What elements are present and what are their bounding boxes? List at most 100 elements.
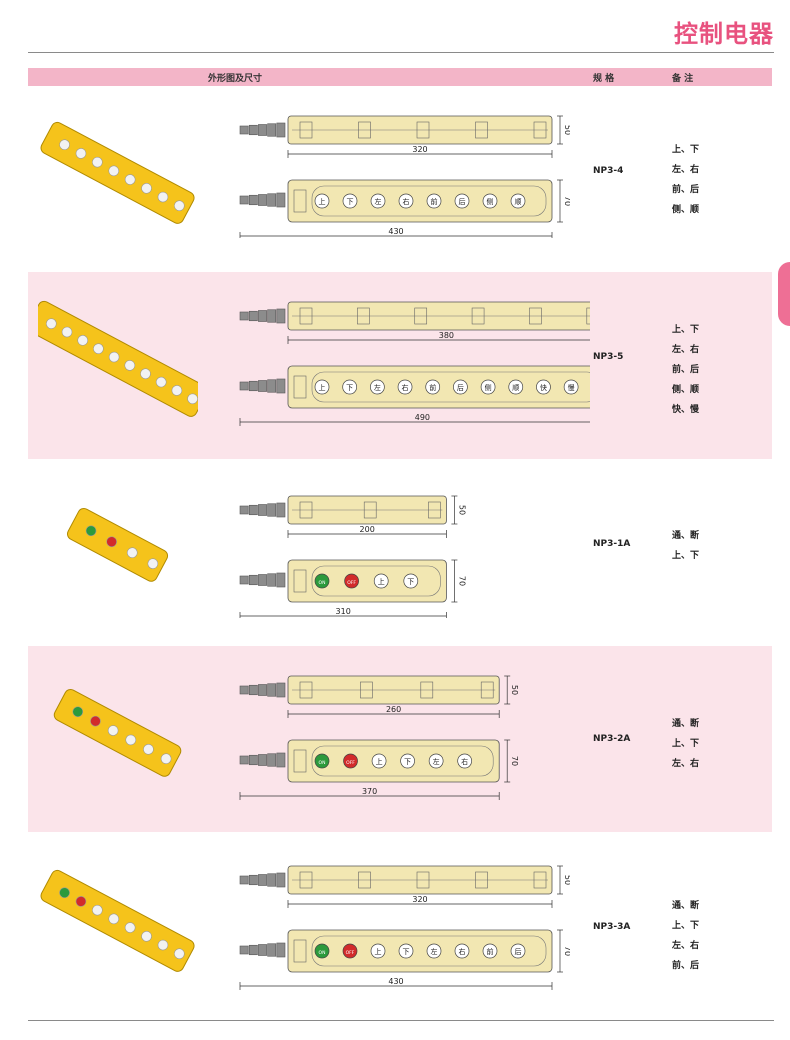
- cable-segment: [258, 194, 267, 206]
- pendant-button: [124, 174, 136, 185]
- push-button: [425, 379, 441, 395]
- remark-item: 通、断: [672, 719, 700, 729]
- button-panel: [311, 185, 547, 217]
- housing-rib: [420, 681, 434, 699]
- remarks-list: 通、断 上、下 左、右: [672, 714, 699, 774]
- push-button-label: 右: [403, 197, 410, 206]
- cable-segment: [276, 308, 286, 324]
- cable-segment: [248, 504, 258, 516]
- push-button: [400, 753, 415, 769]
- pendant-button: [157, 191, 169, 203]
- pendant-button: [141, 183, 152, 194]
- cable-segment: [239, 505, 249, 515]
- pendant-button: [107, 725, 119, 736]
- remark-item: 上、下: [672, 551, 700, 561]
- pendant-button: [46, 318, 57, 329]
- remark-item: 侧、顺: [672, 205, 700, 215]
- pendant-button: [90, 715, 101, 727]
- cable-segment: [248, 574, 258, 586]
- pendant-photo: [67, 508, 169, 582]
- height-label-bottom: 70: [510, 756, 519, 766]
- push-button: [373, 573, 389, 589]
- pendant-button: [59, 139, 70, 151]
- push-button: [403, 573, 419, 589]
- header-spec: 规 格: [593, 74, 615, 84]
- pendant-photo: [40, 869, 195, 972]
- housing-rib: [586, 307, 590, 325]
- push-button-label: 前: [487, 947, 494, 956]
- push-button-label: 左: [433, 757, 440, 766]
- header-drawing: 外形图及尺寸: [208, 74, 263, 84]
- housing-rib: [475, 121, 488, 139]
- label-window: [293, 375, 307, 399]
- housing-front-view: [287, 739, 500, 783]
- push-button: [482, 193, 498, 209]
- cable-segment: [248, 684, 258, 696]
- product-photo: [53, 688, 182, 777]
- push-button-label: ON: [319, 760, 326, 766]
- push-button: [314, 193, 330, 209]
- cable-segment: [258, 124, 267, 136]
- push-button-label: 后: [457, 383, 464, 392]
- push-button-label: ON: [319, 580, 326, 586]
- remark-item: 侧、顺: [672, 385, 700, 395]
- push-button: [343, 753, 358, 769]
- model-number: NP3-2A: [593, 734, 631, 744]
- cable-segment: [258, 504, 267, 516]
- push-button-label: OFF: [346, 760, 355, 766]
- housing-rib: [471, 307, 485, 325]
- pendant-body: [67, 508, 169, 582]
- cable-segment: [267, 503, 277, 517]
- push-button-label: 快: [540, 383, 547, 392]
- cable-segment: [276, 572, 286, 588]
- dimension-drawing: 32050上下左右前后侧顺43070: [239, 115, 570, 238]
- product-photo: [40, 121, 195, 224]
- cable-segment: [267, 309, 277, 323]
- cable-segment: [276, 378, 286, 394]
- bottom-rule: [28, 1020, 774, 1021]
- pendant-photo: [53, 688, 182, 777]
- push-button-label: 上: [376, 757, 383, 766]
- push-button-label: 下: [403, 948, 410, 956]
- height-label-top: 50: [563, 125, 570, 135]
- page-title: 控制电器: [674, 20, 774, 48]
- height-label-top: 50: [510, 685, 519, 695]
- pendant-button: [174, 200, 185, 212]
- length-label-top: 200: [360, 525, 375, 534]
- push-button: [397, 379, 413, 395]
- push-button: [371, 753, 387, 769]
- push-button-label: ON: [319, 950, 326, 956]
- push-button-label: 前: [429, 383, 436, 392]
- cable-segment: [248, 944, 258, 956]
- length-label-top: 320: [412, 145, 427, 154]
- pendant-button: [108, 913, 120, 925]
- push-button: [536, 379, 551, 395]
- cable-segment: [267, 943, 277, 957]
- pendant-button: [125, 734, 137, 746]
- length-label-bottom: 430: [388, 227, 403, 236]
- pendant-button: [93, 343, 104, 355]
- cable-segment: [267, 873, 277, 887]
- push-button-label: 左: [374, 383, 381, 392]
- cable-segment: [239, 125, 249, 135]
- cable-segment: [239, 381, 249, 391]
- housing-rib: [299, 307, 313, 325]
- remark-item: 左、右: [672, 941, 700, 951]
- label-window: [293, 939, 307, 963]
- housing-front-view: [287, 559, 447, 603]
- remark-item: 前、后: [672, 365, 700, 375]
- push-button: [342, 943, 358, 959]
- cable-segment: [239, 755, 249, 765]
- pendant-button: [187, 393, 198, 405]
- housing-rib: [363, 501, 377, 519]
- cable-segment: [267, 123, 277, 137]
- button-panel: [311, 565, 441, 597]
- push-button-label: 上: [378, 577, 385, 586]
- label-window: [293, 749, 307, 773]
- cable-segment: [248, 310, 258, 322]
- pendant-button: [124, 360, 136, 371]
- remark-item: 上、下: [672, 921, 700, 931]
